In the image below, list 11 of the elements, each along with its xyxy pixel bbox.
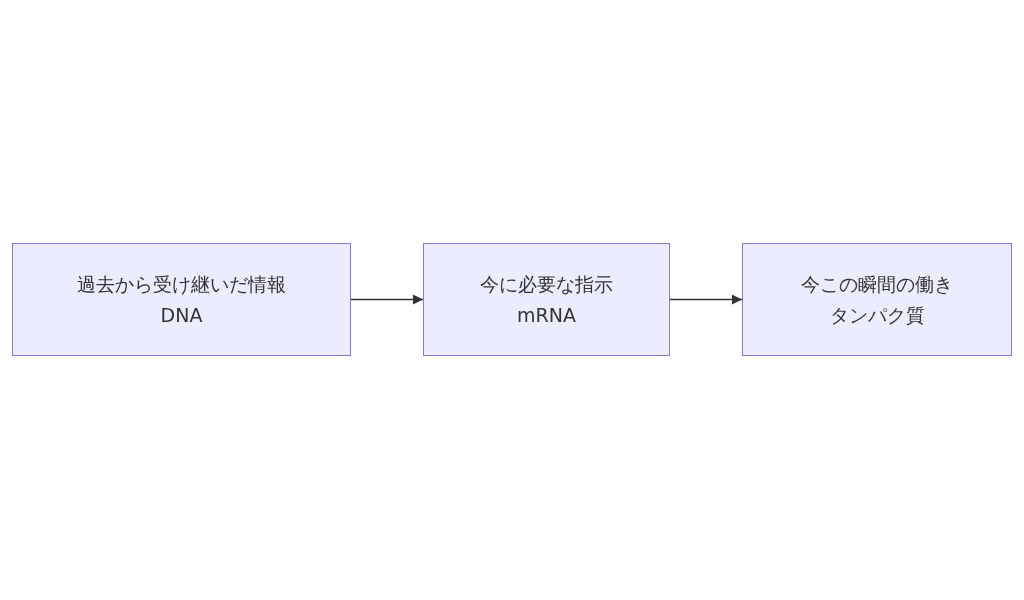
arrow <box>669 294 743 305</box>
box-label: 今この瞬間の働き <box>801 271 953 297</box>
box-label: DNA <box>160 302 203 328</box>
process-box <box>742 243 1012 356</box>
box-label: 今に必要な指示 <box>480 271 613 297</box>
box-label: タンパク質 <box>829 302 925 328</box>
box-label: mRNA <box>517 302 576 328</box>
process-box <box>423 243 670 356</box>
process-box <box>12 243 351 356</box>
box-label: 過去から受け継いだ情報 <box>77 271 286 297</box>
arrow <box>350 294 424 305</box>
